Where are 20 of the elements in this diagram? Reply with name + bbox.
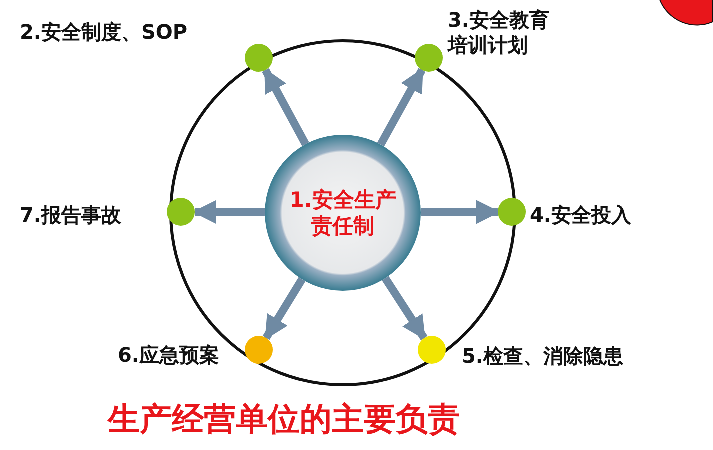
dot-marker	[245, 44, 273, 72]
arrow	[420, 200, 500, 224]
title: 生产经营单位的主要负责	[108, 399, 460, 440]
dot-marker	[167, 198, 195, 226]
item-label: 2.安全制度、SOP	[20, 20, 189, 45]
dot-marker	[415, 44, 443, 72]
item-label: 4.安全投入	[530, 203, 633, 228]
item-label: 3.安全教育培训计划	[448, 8, 551, 58]
arrow	[382, 276, 428, 340]
arrow	[262, 277, 306, 340]
dot-marker	[498, 198, 526, 226]
arrow	[377, 68, 426, 147]
dot-marker	[245, 336, 273, 364]
item-label: 6.应急预案	[118, 343, 221, 368]
item-label: 7.报告事故	[20, 203, 123, 228]
arrow	[192, 200, 266, 224]
dot-marker	[418, 336, 446, 364]
item-label: 5.检查、消除隐患	[462, 344, 625, 369]
arrow	[262, 68, 310, 146]
center-label: 1.安全生产责任制	[288, 186, 398, 240]
